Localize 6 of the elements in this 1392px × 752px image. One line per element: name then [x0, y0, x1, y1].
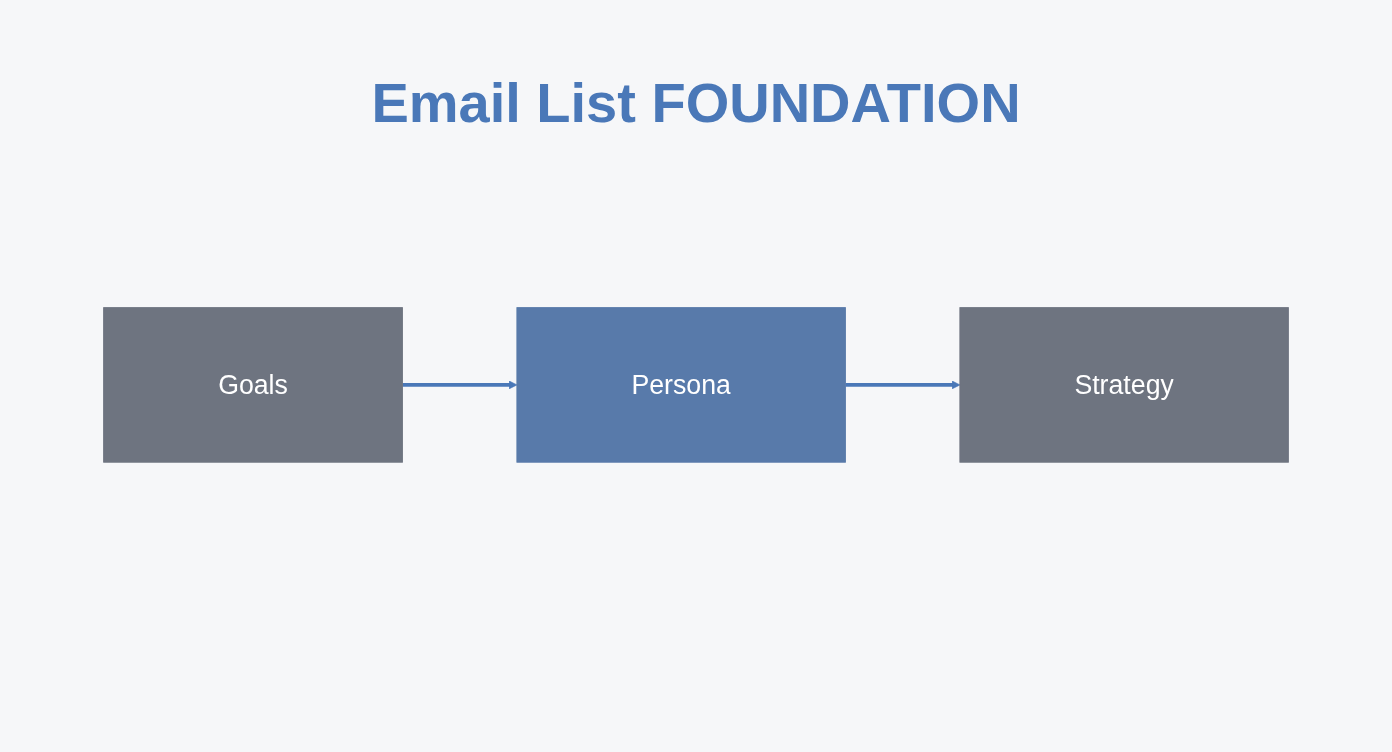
node-box: Goals: [103, 307, 403, 463]
arrow: [845, 380, 961, 390]
arrow: [402, 380, 518, 390]
node-box: Persona: [516, 307, 846, 463]
title: Email List FOUNDATION: [371, 70, 1021, 135]
node-box: Strategy: [959, 307, 1289, 463]
